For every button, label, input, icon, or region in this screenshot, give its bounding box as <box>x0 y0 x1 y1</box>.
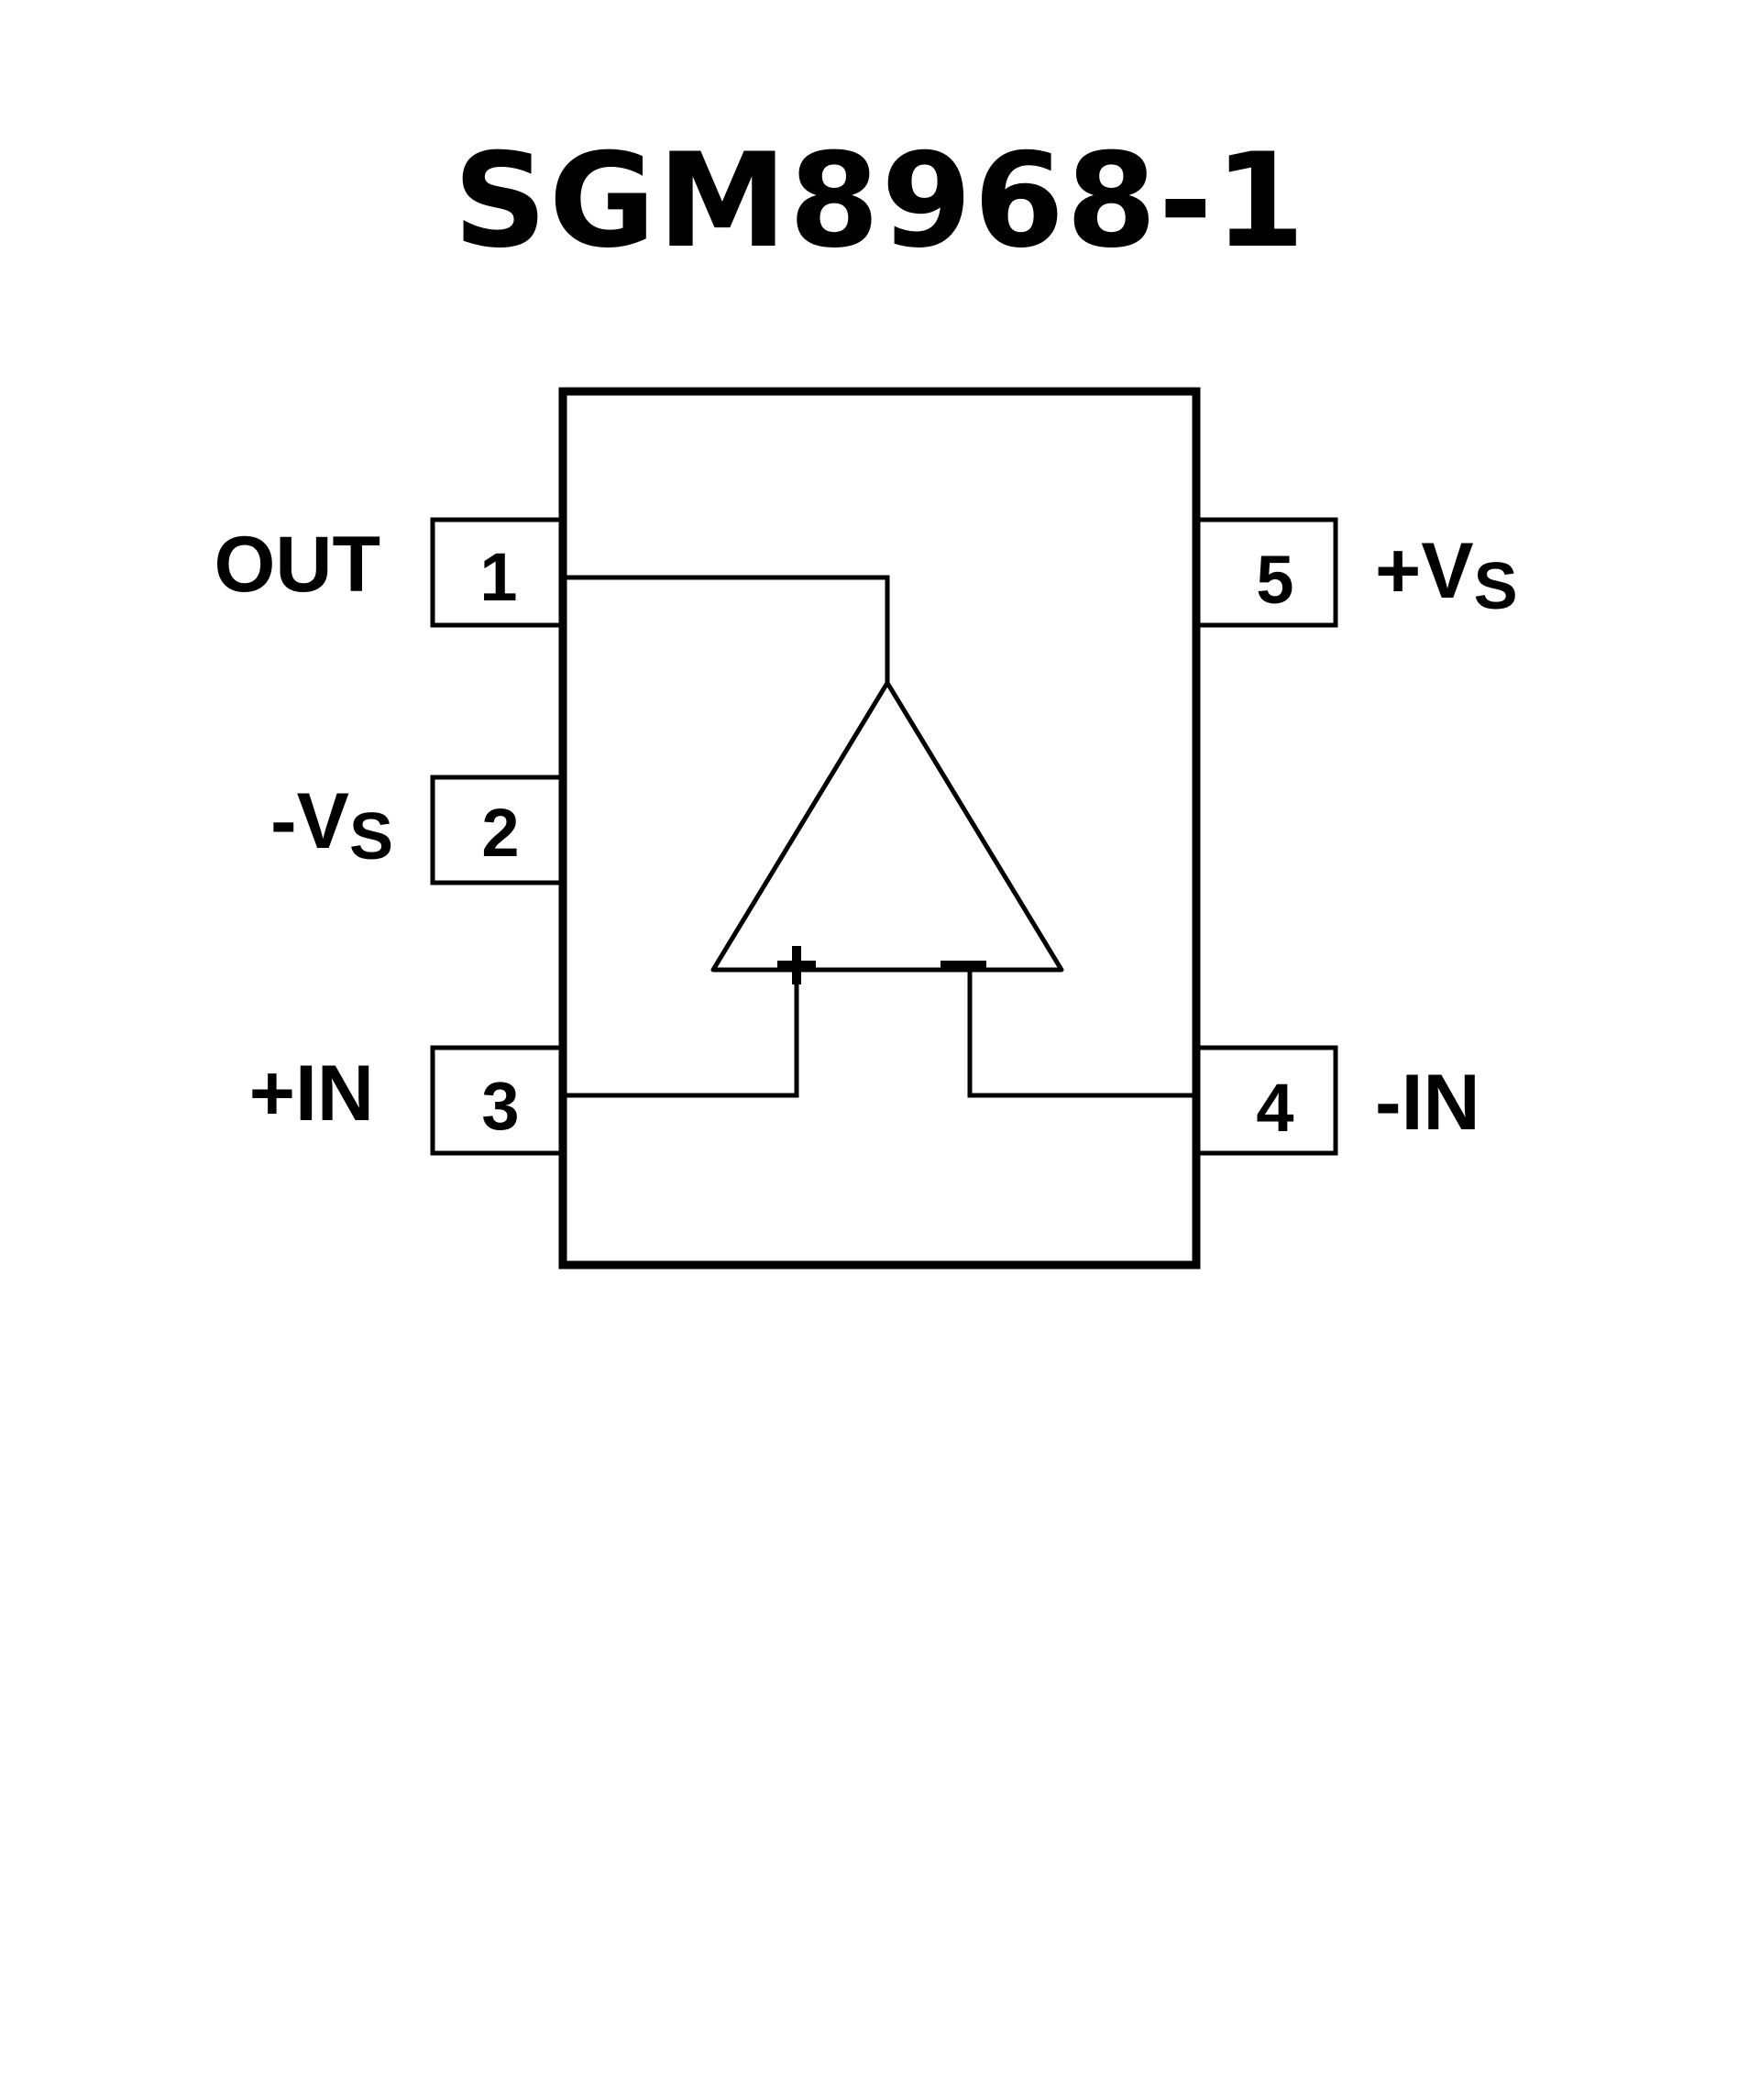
pin-4-number: 4 <box>1256 1070 1293 1146</box>
plus-sign-icon <box>777 946 816 984</box>
pin-2-label-main: -V <box>270 777 349 865</box>
pin-4: 4 -IN <box>1195 1045 1480 1156</box>
minus-sign-icon <box>940 961 986 971</box>
pin-3-box <box>430 1045 564 1156</box>
pin-1-label: OUT <box>214 521 380 609</box>
diagram-title: SGM8968-1 <box>453 126 1307 277</box>
pin-1-box <box>430 517 564 628</box>
pin-5-box <box>1195 517 1338 628</box>
pin-4-box <box>1195 1045 1338 1156</box>
pin-2-label: -VS <box>270 777 393 874</box>
pin-3: 3 +IN <box>249 1045 564 1156</box>
pin-3-label: +IN <box>249 1050 374 1138</box>
pin-5-label-main: +V <box>1375 527 1474 615</box>
pin-5: 5 +VS <box>1195 517 1518 628</box>
wire-inverting-input <box>967 970 1195 1098</box>
pin-4-label: -IN <box>1375 1059 1480 1147</box>
wire-noninverting-input <box>565 970 799 1098</box>
pin-2: 2 -VS <box>270 775 564 885</box>
pin-2-box <box>430 775 564 885</box>
pin-1-number: 1 <box>479 539 517 615</box>
package-body <box>558 387 1201 1270</box>
pin-2-label-sub: S <box>349 800 393 874</box>
pin-3-number: 3 <box>481 1068 519 1144</box>
pin-5-label-sub: S <box>1474 550 1518 623</box>
pin-5-label: +VS <box>1375 527 1518 623</box>
opamp-triangle <box>710 680 1064 973</box>
pin-1: 1 OUT <box>214 517 564 628</box>
pin-5-number: 5 <box>1256 542 1293 618</box>
wire-output <box>565 575 890 683</box>
pin-2-number: 2 <box>481 795 519 871</box>
